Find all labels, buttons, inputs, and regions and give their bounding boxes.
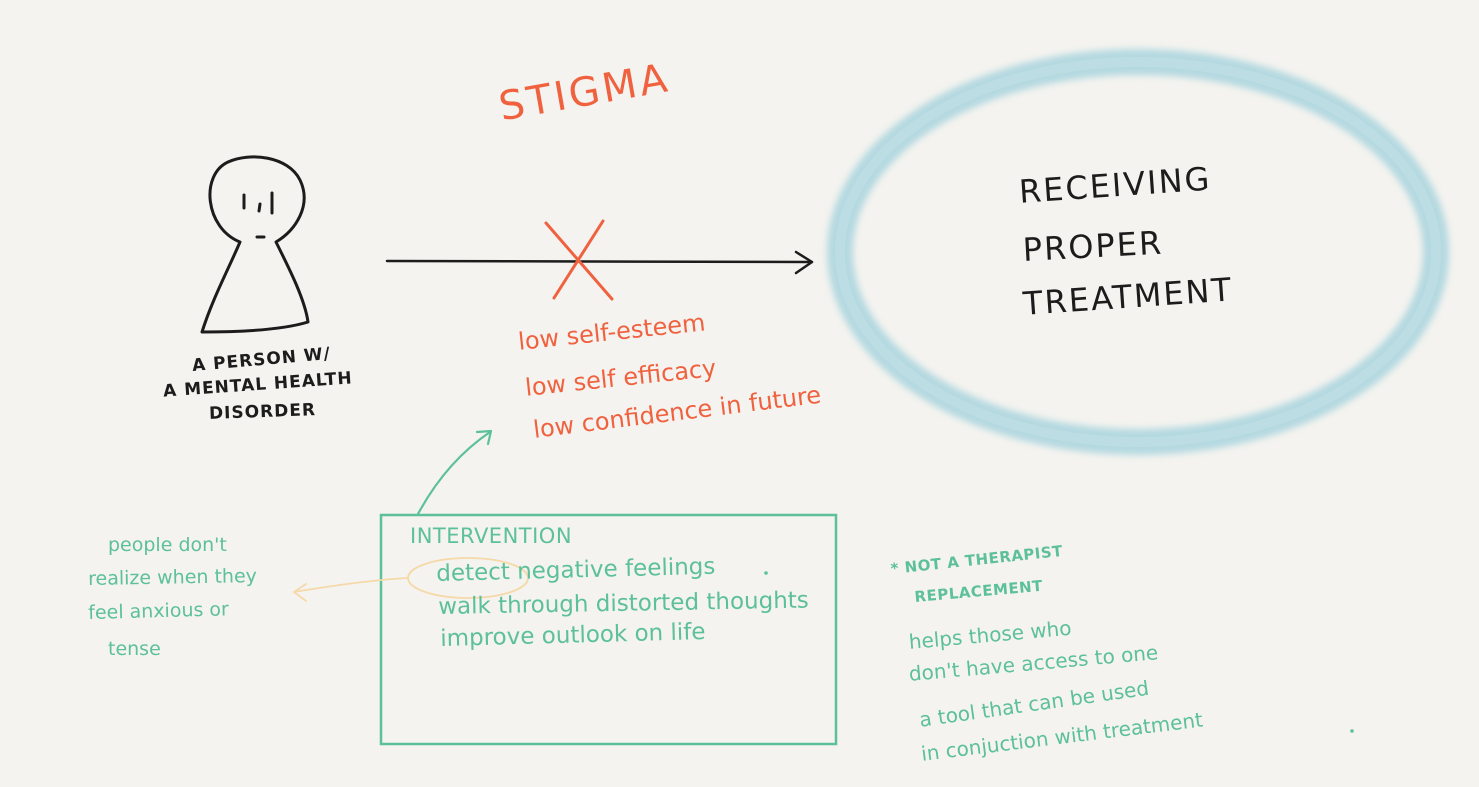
side-note-arrow [293, 577, 409, 602]
person-figure [200, 155, 310, 334]
person-label-line: DISORDER [208, 400, 317, 424]
goal-ring [827, 49, 1449, 455]
side-note-line: people don't [108, 534, 227, 556]
side-note-line: tense [108, 638, 161, 660]
person-nose [257, 202, 262, 213]
stray-dot [1350, 729, 1354, 733]
person-outline [200, 155, 310, 334]
intervention-arrow [416, 429, 493, 516]
side-note-line: feel anxious or [87, 598, 230, 624]
side-note-line: realize when they [87, 565, 258, 590]
intervention-box [379, 513, 838, 746]
blocked-x-mark [544, 219, 614, 301]
stray-dot [764, 571, 768, 575]
main-arrow [385, 250, 814, 275]
goal-text-line: PROPER [1021, 223, 1165, 269]
intervention-heading: INTERVENTION [410, 524, 573, 548]
